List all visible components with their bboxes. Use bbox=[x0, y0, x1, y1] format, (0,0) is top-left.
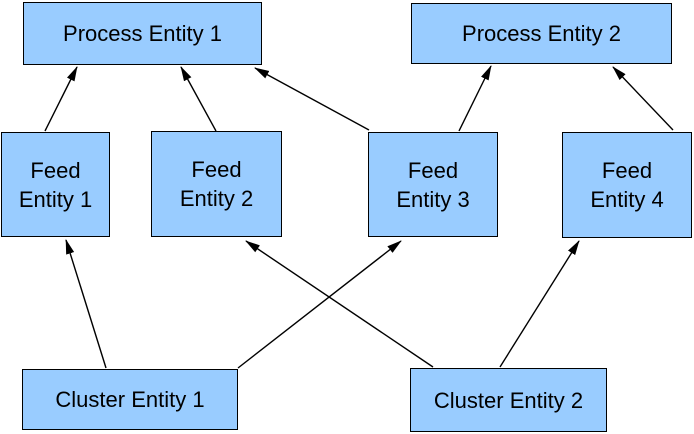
node-label-line: Feed bbox=[191, 157, 242, 182]
edge-feed-entity-2-to-process-entity-1 bbox=[180, 66, 217, 132]
node-label-line: Entity 2 bbox=[179, 186, 254, 211]
node-label: Cluster Entity 2 bbox=[434, 386, 583, 415]
node-process-entity-2[interactable]: Process Entity 2 bbox=[411, 3, 672, 64]
node-label: Process Entity 1 bbox=[63, 19, 222, 48]
node-label-line: Process Entity 2 bbox=[462, 21, 621, 46]
node-label-line: Feed bbox=[407, 157, 459, 183]
edge-cluster-entity-1-to-feed-entity-3 bbox=[237, 240, 402, 369]
node-label-line: Entity 4 bbox=[590, 187, 664, 212]
node-cluster-entity-1[interactable]: Cluster Entity 1 bbox=[22, 369, 238, 430]
node-label-line: Entity 1 bbox=[18, 186, 93, 212]
edge-feed-entity-3-to-process-entity-2 bbox=[458, 65, 492, 132]
node-label-line: Process Entity 1 bbox=[63, 21, 222, 46]
edge-feed-entity-3-to-process-entity-1 bbox=[254, 67, 370, 131]
node-label-line: Entity 3 bbox=[396, 186, 470, 212]
node-label: Cluster Entity 1 bbox=[55, 385, 204, 414]
node-process-entity-1[interactable]: Process Entity 1 bbox=[23, 2, 262, 65]
node-label-line: Feed bbox=[30, 157, 81, 183]
node-label-line: Cluster Entity 1 bbox=[55, 387, 205, 412]
edge-cluster-entity-2-to-feed-entity-2 bbox=[245, 240, 434, 368]
node-label-line: Cluster Entity 2 bbox=[433, 387, 584, 413]
node-label: Process Entity 2 bbox=[462, 19, 621, 48]
edge-feed-entity-1-to-process-entity-1 bbox=[44, 66, 78, 132]
edge-cluster-entity-2-to-feed-entity-4 bbox=[499, 240, 580, 368]
node-cluster-entity-2[interactable]: Cluster Entity 2 bbox=[410, 368, 607, 432]
node-label-line: Feed bbox=[601, 158, 653, 183]
edge-feed-entity-4-to-process-entity-2 bbox=[612, 66, 674, 131]
edge-cluster-entity-1-to-feed-entity-1 bbox=[65, 239, 107, 369]
